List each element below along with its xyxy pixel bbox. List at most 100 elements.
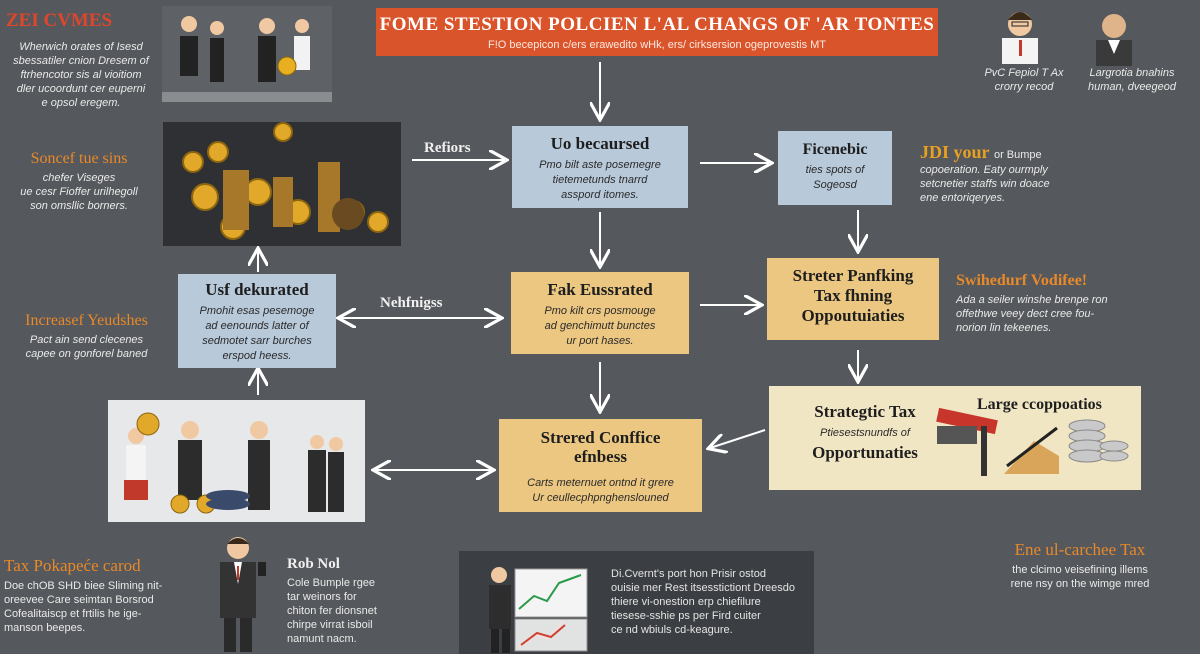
right-jdi-note: JDI your or Bumpe copoeration. Eaty ourm…	[920, 142, 1080, 205]
person-caption: human, dveegeod	[1087, 81, 1177, 93]
note-line: offethwe veey dect cree fou-	[956, 308, 1095, 320]
note-line: Doe chOB SHD biee Sliming nit-	[4, 580, 163, 592]
note-line: son omsllic borners.	[30, 200, 128, 212]
box-desc-line: sedmotet sarr burches	[202, 335, 312, 347]
bottom-right-heading: Ene ul-carchee Tax	[1014, 540, 1146, 559]
note-line: oreevee Care seimtan Borsrod	[4, 594, 154, 606]
swihedurf-heading: Swihedurf Vodifee!	[956, 272, 1088, 289]
note-line: dler ucoordunt cer euperni	[16, 83, 146, 95]
box-title-line: Tax fhning	[813, 286, 893, 305]
note-line: ftrhencotor sis al vioitiom	[20, 69, 142, 81]
note-line: sbessatiler cnion Dresem of	[13, 55, 149, 67]
box-title: Usf dekurated	[205, 280, 309, 299]
title-banner: FOME STESTION POLCIEN L'AL CHANGS OF 'AR…	[376, 8, 938, 56]
person-caption: Largrotia bnahins	[1089, 67, 1175, 79]
note-line: Ada a seiler winshe brenpe ron	[956, 294, 1108, 306]
bottom-right-note: Ene ul-carchee Tax the clcimo veisefinin…	[990, 540, 1170, 591]
box-title: Ficenebic	[802, 141, 868, 158]
note-line: copoeration. Eaty ourmply	[920, 164, 1048, 176]
box-usf-dekurated: Usf dekurated Pmohit esas pesemoge ad ee…	[178, 274, 336, 368]
top-right-people: PvC Fepiol T Ax crorry recod Largrotia b…	[984, 6, 1190, 106]
person-caption: PvC Fepiol T Ax	[984, 67, 1064, 79]
note-line: tar weinors for	[287, 591, 357, 603]
business-people-illustration	[162, 6, 332, 102]
coins-image	[163, 122, 401, 246]
note-line: namunt nacm.	[287, 633, 357, 645]
box-desc-line: ur port hases.	[566, 335, 634, 347]
box-fak-eussrated: Fak Eussrated Pmo kilt crs posmouge ad g…	[511, 272, 689, 354]
box-desc-line: Pmo bilt aste posemegre	[539, 159, 661, 171]
left-increase-note: Increasef Yeudshes Pact ain send clecene…	[4, 312, 169, 361]
note-line: ouisie mer Rest itsesstictiont Dreesdo	[611, 582, 796, 594]
box-right-title: Large ccoppoatios	[977, 396, 1102, 413]
note-line: capee on gonforel baned	[25, 348, 148, 360]
box-title-line: Streter Panfking	[792, 266, 914, 285]
note-line: chiton fer dionsnet	[287, 605, 377, 617]
box-desc-line: Pmohit esas pesemoge	[199, 305, 315, 317]
note-line: Di.Cvernt's port hon Prisir ostod	[611, 568, 766, 580]
box-desc-line: tietemetunds tnarrd	[552, 174, 648, 186]
note-line: Cofealitaiscp et frtilis he ige-	[4, 608, 142, 620]
box-desc-line: Pmo kilt crs posmouge	[544, 305, 656, 317]
top-left-note: ZEI CVMES Wherwich orates of Isesd sbess…	[6, 10, 156, 110]
right-swihedurf-note: Swihedurf Vodifee! Ada a seiler winshe b…	[956, 272, 1126, 335]
note-line: setcnetier staffs win doace	[920, 178, 1050, 190]
box-desc-line: ad genchimutt bunctes	[544, 320, 656, 332]
box-title-line: Oppoutuiaties	[801, 306, 905, 325]
left-mid-note: Soncef tue sins chefer Viseges ue cesr F…	[4, 150, 154, 213]
arrow-label-refiors: Refiors	[424, 140, 471, 156]
box-title-2: Opportunaties	[812, 443, 918, 462]
note-line: thiere vi-onestion erp chiefilure	[611, 596, 761, 608]
growth-chart-icon	[936, 407, 1129, 476]
rob-note: Rob Nol Cole Bumple rgee tar weinors for…	[287, 556, 407, 646]
box-streter-panfking: Streter Panfking Tax fhning Oppoutuiatie…	[767, 258, 939, 340]
box-desc-line: asspord itomes.	[561, 189, 639, 201]
note-line: rene nsy on the wimge mred	[1010, 578, 1150, 590]
left-increase-heading: Increasef Yeudshes	[25, 312, 148, 329]
people-avatars-icon	[1002, 12, 1132, 66]
bottom-left-heading: Tax Pokapeće carod	[4, 556, 141, 575]
box-desc-line: Sogeosd	[813, 179, 857, 191]
note-line: Pact ain send clecenes	[29, 334, 144, 346]
box-title: Uo becaursed	[550, 134, 650, 153]
note-line: chirpe virrat isboil	[287, 619, 373, 631]
box-ficenebic: Ficenebic ties spots of Sogeosd	[778, 131, 892, 205]
box-title-line: efnbess	[574, 447, 627, 466]
banner-subtitle: F!O becepicon c/ers erawedito wHk, ers/ …	[487, 39, 827, 51]
box-title: Fak Eussrated	[547, 280, 653, 299]
note-line: ce nd wbiuls cd-keagure.	[611, 624, 733, 636]
note-line: tiesese-sshie ps per Fird cuiter	[611, 610, 761, 622]
presentation-chart-icon	[489, 567, 588, 653]
presentation-panel: Di.Cvernt's port hon Prisir ostod ouisie…	[459, 551, 814, 654]
box-title-line: Strered Conffice	[540, 428, 661, 447]
bottom-left-note: Tax Pokapeće carod Doe chOB SHD biee Sli…	[4, 556, 184, 635]
box-strategic-tax: Strategtic Tax Ptiesestsnundfs of Opport…	[769, 386, 1141, 490]
jdi-heading-rest: or Bumpe	[993, 149, 1042, 161]
note-line: chefer Viseges	[42, 172, 116, 184]
left-mid-heading: Soncef tue sins	[30, 150, 128, 167]
box-strered-conffice: Strered Conffice efnbess Carts meternuet…	[499, 419, 702, 512]
note-line: manson beepes.	[4, 622, 86, 634]
note-line: norion lin tekeenes.	[956, 322, 1052, 334]
box-desc-line: erspod heess.	[222, 350, 292, 362]
note-line: Wherwich orates of Isesd	[19, 41, 143, 53]
box-desc-line: ad eenounds latter of	[205, 320, 309, 332]
box-uo-becaursed: Uo becaursed Pmo bilt aste posemegre tie…	[512, 126, 688, 208]
box-desc-line: ties spots of	[805, 164, 865, 176]
person-caption: crorry recod	[994, 81, 1054, 93]
box-title: Strategtic Tax	[814, 402, 916, 421]
note-line: Cole Bumple rgee	[287, 577, 376, 589]
note-line: ene entoriqeryes.	[920, 192, 1005, 204]
businessman-phone-illustration	[206, 532, 276, 652]
jdi-heading: JDI your	[920, 142, 990, 162]
box-desc-line: Carts meternuet ontnd it grere	[527, 477, 674, 489]
note-line: ue cesr Fioffer urilhegoll	[20, 186, 138, 198]
note-line: the clcimo veisefining illems	[1012, 564, 1148, 576]
box-desc-line: Ur ceullecphpnghenslouned	[532, 492, 669, 504]
box-desc-line: Ptiesestsnundfs of	[820, 427, 910, 439]
top-left-heading: ZEI CVMES	[6, 10, 113, 31]
note-line: e opsol eregem.	[41, 97, 121, 109]
banner-title: FOME STESTION POLCIEN L'AL CHANGS OF 'AR…	[379, 14, 935, 35]
worried-people-illustration	[108, 400, 365, 522]
